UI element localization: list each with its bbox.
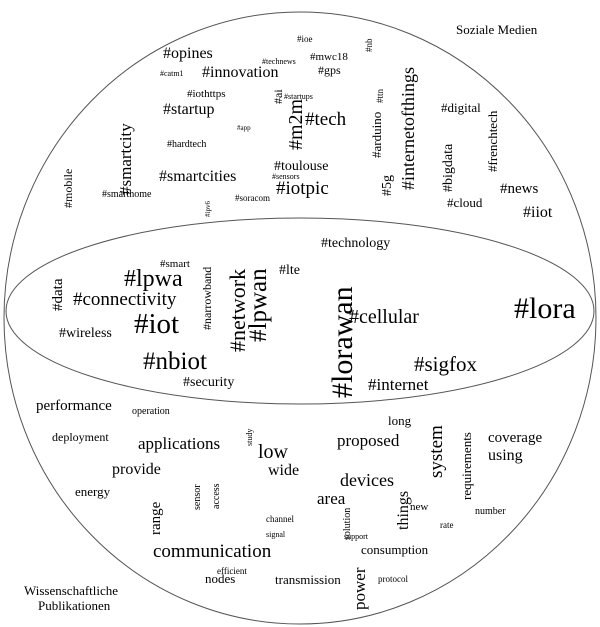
word-requirements: requirements [459, 432, 474, 500]
word-m2m: #m2m [285, 98, 307, 150]
word-internetofthings: #internetofthings [398, 67, 418, 190]
social-media-words: #opines #ioe #nb #technews #mwc18#gps #catm1 #… [61, 34, 553, 221]
word-lpwa: #lpwa [124, 266, 183, 292]
word-frenchtech: #frenchtech [485, 110, 500, 172]
word-solution: solution [342, 508, 353, 540]
intersection-ellipse [5, 217, 595, 405]
word-using: using [488, 447, 523, 464]
word-devices: devices [340, 470, 394, 490]
word-mobile: #mobile [61, 169, 75, 208]
word-technews: #technews [262, 57, 296, 66]
word-consumption: consumption [361, 542, 429, 557]
word-5g: #5g [380, 175, 395, 196]
word-soracom: #soracom [235, 193, 270, 203]
word-hardtech: #hardtech [167, 139, 206, 150]
word-protocol: protocol [378, 574, 408, 584]
word-news: #news [500, 181, 538, 197]
label-soziale-medien: Soziale Medien [456, 22, 538, 37]
word-system: system [426, 425, 447, 478]
word-data: #data [50, 278, 66, 311]
word-channel: channel [266, 514, 294, 524]
scientific-words: performance operation long system deployment… [36, 398, 542, 610]
word-nbiot: #nbiot [143, 348, 207, 375]
word-support: support [344, 532, 369, 541]
word-wireless: #wireless [59, 326, 112, 341]
word-app: #app [237, 124, 251, 132]
word-proposed: proposed [337, 431, 400, 450]
word-internet: #internet [368, 375, 429, 394]
word-performance: performance [36, 398, 112, 414]
word-transmission: transmission [275, 572, 341, 587]
word-ioe: #ioe [297, 34, 313, 44]
word-number: number [475, 506, 506, 517]
label-publikationen: Publikationen [38, 598, 111, 613]
word-sigfox: #sigfox [414, 352, 478, 376]
label-wissenschaftliche: Wissenschaftliche [24, 583, 118, 598]
word-security: #security [183, 375, 234, 390]
word-ipv6: #ipv6 [204, 201, 212, 217]
word-smarthome: #smarthome [102, 189, 152, 200]
word-innovation: #innovation [202, 64, 278, 81]
word-toulouse: #toulouse [274, 159, 328, 174]
word-applications: applications [138, 434, 220, 453]
word-sensor: sensor [192, 484, 203, 510]
word-digital: #digital [441, 100, 481, 115]
word-operation: operation [132, 406, 170, 417]
word-smart: #smart [160, 258, 190, 270]
word-power: power [350, 567, 369, 610]
word-iot: #iot [134, 308, 179, 340]
word-iothttps: #iothttps [187, 88, 226, 100]
word-provide: provide [112, 461, 161, 478]
word-connectivity: #connectivity [73, 289, 177, 310]
word-signal: signal [266, 530, 286, 539]
word-new: new [410, 501, 428, 513]
word-rate: rate [440, 520, 454, 530]
word-area: area [317, 489, 346, 508]
word-smartcities: #smartcities [159, 168, 236, 185]
word-things: things [395, 491, 412, 530]
word-low: low [258, 441, 289, 463]
word-iiot: #iiot [523, 204, 553, 221]
word-ai: #ai [271, 89, 285, 104]
word-cellular: #cellular [349, 306, 419, 328]
word-efficient: efficient [217, 566, 247, 576]
word-smartcity: #smartcity [116, 123, 135, 195]
word-study: study [245, 429, 254, 446]
word-access: access [211, 483, 222, 509]
word-sensors: #sensors [272, 172, 300, 181]
word-deployment: deployment [52, 430, 109, 444]
word-arduino: #arduino [369, 112, 384, 158]
word-network: #network [225, 269, 250, 352]
word-coverage: coverage [488, 430, 542, 446]
word-tech: #tech [305, 109, 347, 130]
word-long: long [388, 413, 412, 428]
word-lpwan: #lpwan [245, 268, 272, 342]
word-technology: #technology [321, 236, 390, 251]
word-bigdata: #bigdata [441, 143, 456, 192]
word-startups: #startups [284, 92, 313, 101]
word-communication: communication [153, 541, 272, 562]
word-opines: #opines [163, 45, 213, 62]
word-startup: #startup [163, 101, 215, 118]
word-nb: #nb [364, 38, 374, 52]
word-nodes: nodes [205, 571, 235, 586]
word-cloud: #cloud [447, 195, 483, 210]
word-lte: #lte [279, 263, 300, 278]
word-narrowband: #narrowband [200, 267, 214, 330]
word-iotpic: #iotpic [276, 178, 329, 199]
word-catm1: #catm1 [160, 69, 184, 78]
shared-words: #technology #smart #narrowband #lpwa #networ… [50, 236, 576, 398]
word-energy: energy [75, 484, 111, 499]
word-gps: #gps [318, 63, 341, 77]
word-range: range [148, 501, 164, 535]
word-wide: wide [268, 462, 299, 479]
word-lora: #lora [514, 292, 576, 325]
word-ttn: #ttn [375, 88, 385, 103]
outer-circle [3, 11, 597, 625]
word-lorawan: #lorawan [326, 286, 359, 398]
word-mwc18: #mwc18 [310, 51, 348, 63]
